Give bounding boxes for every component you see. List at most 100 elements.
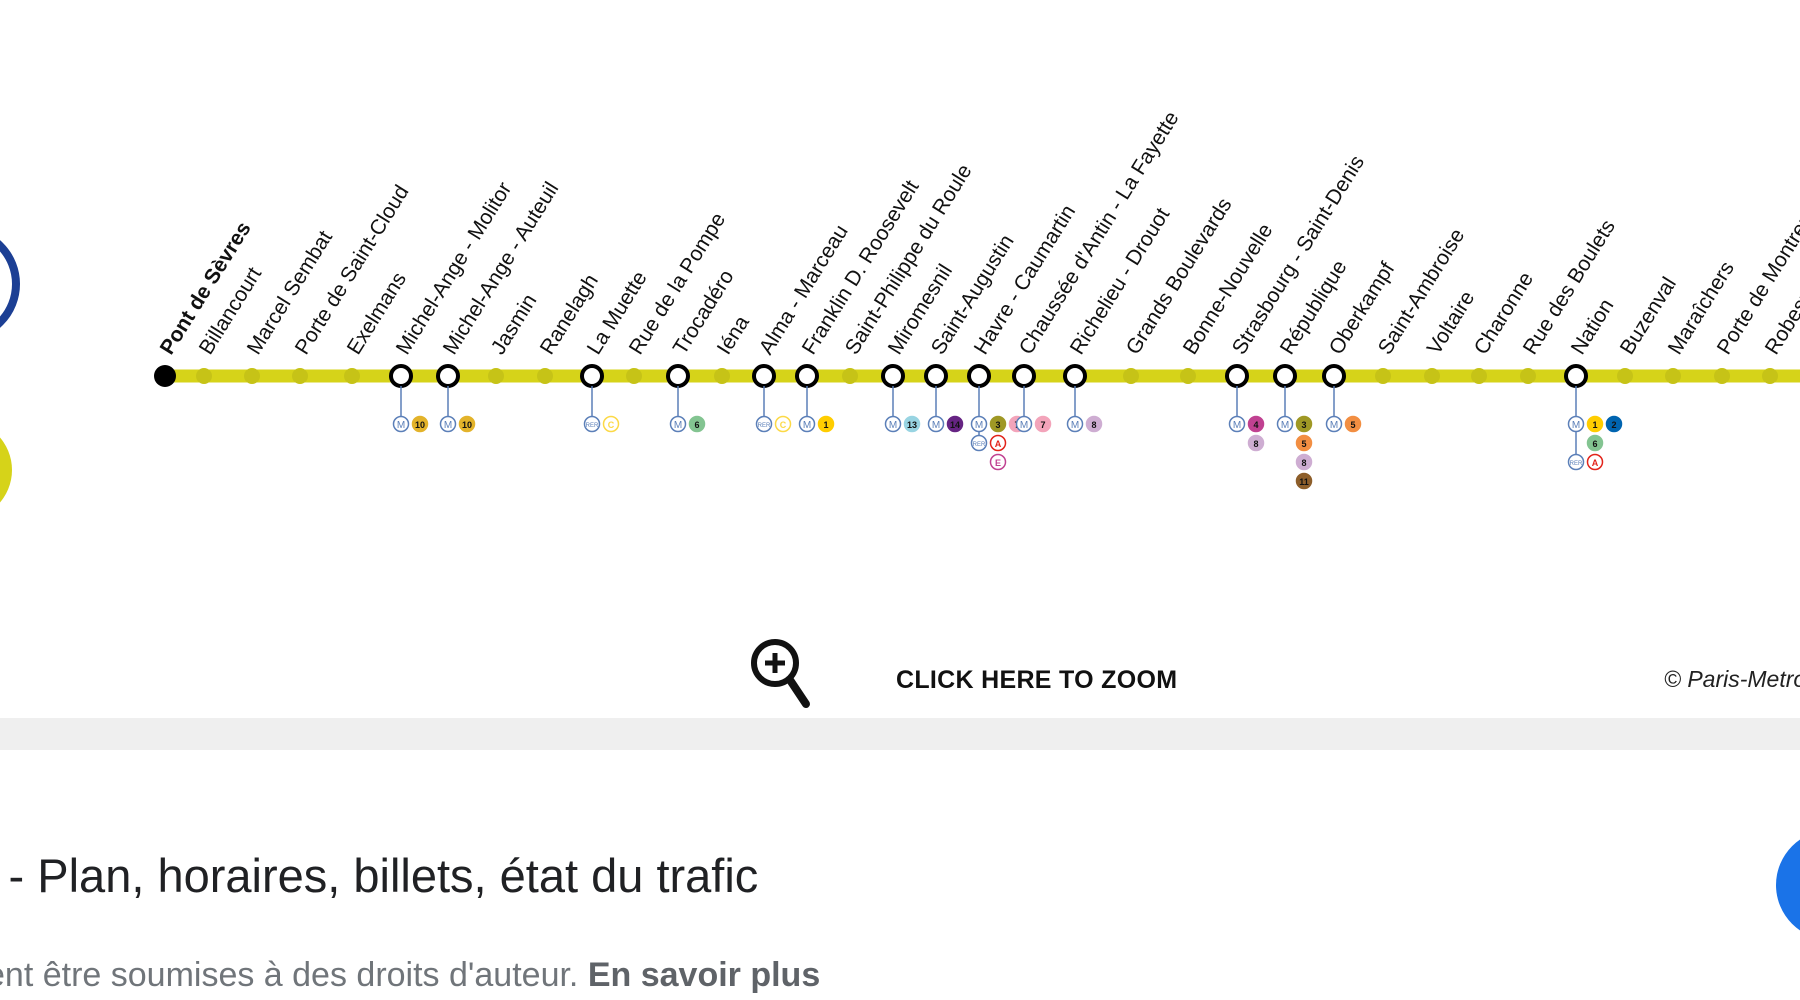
- station-label: Saint-Ambroise: [1374, 225, 1470, 359]
- station-marker-interchange: [795, 364, 819, 388]
- metro-symbol-label: M: [1071, 420, 1079, 431]
- metro-symbol-icon: [1325, 415, 1343, 433]
- station-marker-stop: [292, 368, 308, 384]
- transfer-badge-6-label: 6: [694, 420, 699, 430]
- rer-symbol-label: RER: [973, 442, 986, 448]
- station-marker-interchange: [1063, 364, 1087, 388]
- station-marker-interchange: [436, 364, 460, 388]
- metro-symbol-icon: [927, 415, 945, 433]
- transfer-badge-1: [1586, 415, 1604, 433]
- station-label: Nation: [1567, 295, 1619, 359]
- metro-symbol-label: M: [397, 420, 405, 431]
- transfer-badge-4-label: 4: [1253, 420, 1258, 430]
- transfer-badge-e: [989, 453, 1007, 471]
- rer-symbol-label: RER: [586, 423, 599, 429]
- station-marker-stop: [842, 368, 858, 384]
- floating-action-button[interactable]: [1776, 830, 1800, 940]
- station-marker-interchange: [924, 364, 948, 388]
- notice-text: ent être soumises à des droits d'auteur.: [0, 956, 588, 994]
- station-marker-stop: [1123, 368, 1139, 384]
- station-marker-interchange: [1273, 364, 1297, 388]
- metro-symbol-icon: [1066, 415, 1084, 433]
- rer-symbol-label: RER: [1570, 461, 1583, 467]
- transfer-badge-c: [774, 415, 792, 433]
- metro-symbol-label: M: [1020, 420, 1028, 431]
- metro-symbol-icon: [1015, 415, 1033, 433]
- transfer-badge-e-label: E: [995, 458, 1001, 468]
- transfer-badge-5: [1344, 415, 1362, 433]
- transfer-badge-14: [946, 415, 964, 433]
- station-marker-terminus: [154, 365, 176, 387]
- transfer-badge-8-label: 8: [1253, 439, 1258, 449]
- station-label: Jasmin: [487, 290, 542, 359]
- transfer-badge-a-label: A: [1592, 458, 1599, 468]
- copyright-notice: ent être soumises à des droits d'auteur.…: [0, 956, 820, 995]
- station-marker-stop: [537, 368, 553, 384]
- transfer-badge-6: [1586, 434, 1604, 452]
- station-marker-interchange: [1012, 364, 1036, 388]
- transfer-badge-3-label: 3: [995, 420, 1000, 430]
- metro-symbol-icon: [439, 415, 457, 433]
- transfer-badge-3: [989, 415, 1007, 433]
- station-marker-stop: [1665, 368, 1681, 384]
- metro-symbol-icon: [798, 415, 816, 433]
- transfer-badge-7: [1034, 415, 1052, 433]
- transfer-badge-10-label: 10: [462, 420, 472, 430]
- transfer-badge-5-label: 5: [1301, 439, 1306, 449]
- zoom-button[interactable]: CLICK HERE TO ZOOM: [740, 636, 1220, 712]
- station-marker-stop: [196, 368, 212, 384]
- station-marker-interchange: [1225, 364, 1249, 388]
- transfer-badge-7-label: 7: [1040, 420, 1045, 430]
- result-title[interactable]: s - Plan, horaires, billets, état du tra…: [0, 849, 759, 902]
- station-marker-stop: [1520, 368, 1536, 384]
- metro-symbol-icon: [669, 415, 687, 433]
- transfer-badge-2: [1605, 415, 1623, 433]
- zoom-in-magnifier-icon: [751, 639, 810, 708]
- station-marker-stop: [626, 368, 642, 384]
- station-marker-stop: [244, 368, 260, 384]
- transfer-badge-6: [688, 415, 706, 433]
- metro-symbol-label: M: [1330, 420, 1338, 431]
- metro-symbol-label: M: [444, 420, 452, 431]
- transfer-badge-10: [411, 415, 429, 433]
- transfer-badge-8: [1295, 453, 1313, 471]
- map-copyright: © Paris-Metro: [1664, 666, 1800, 692]
- station-marker-stop: [1424, 368, 1440, 384]
- transfer-badge-3-label: 3: [1301, 420, 1306, 430]
- metro-symbol-label: M: [975, 420, 983, 431]
- metro-symbol-icon: [1228, 415, 1246, 433]
- transfer-badge-c-label: C: [780, 420, 787, 430]
- station-label: Rue des Boulets: [1519, 216, 1620, 359]
- transfer-badge-10-label: 10: [415, 420, 425, 430]
- transfer-badge-a-label: A: [995, 439, 1002, 449]
- transfer-badge-c-label: C: [608, 420, 615, 430]
- metro-symbol-icon: [392, 415, 410, 433]
- rer-symbol-icon: [755, 415, 773, 433]
- transfer-badge-8-label: 8: [1091, 420, 1096, 430]
- metro-symbol-label: M: [1281, 420, 1289, 431]
- transfer-badge-a: [1586, 453, 1604, 471]
- metro-symbol-icon: [1567, 415, 1585, 433]
- station-marker-interchange: [752, 364, 776, 388]
- metro-symbol-icon: [884, 415, 902, 433]
- transfer-badge-3: [1295, 415, 1313, 433]
- station-marker-stop: [1617, 368, 1633, 384]
- learn-more-link[interactable]: En savoir plus: [587, 956, 821, 994]
- metro-symbol-label: M: [803, 420, 811, 431]
- station-marker-stop: [1375, 368, 1391, 384]
- station-label: Marcel Sembat: [243, 227, 337, 359]
- transfer-badge-4: [1247, 415, 1265, 433]
- transfer-badge-13: [903, 415, 921, 433]
- station-marker-interchange: [580, 364, 604, 388]
- transfer-badge-14-label: 14: [950, 420, 960, 430]
- rer-symbol-label: RER: [758, 423, 771, 429]
- transfer-badge-13-label: 13: [907, 420, 917, 430]
- rer-symbol-icon: [970, 434, 988, 452]
- station-marker-stop: [344, 368, 360, 384]
- metro-symbol-icon: [1276, 415, 1294, 433]
- transfer-badge-a: [989, 434, 1007, 452]
- transfer-badge-11-label: 11: [1299, 477, 1309, 487]
- rer-symbol-icon: [1567, 453, 1585, 471]
- station-marker-interchange: [389, 364, 413, 388]
